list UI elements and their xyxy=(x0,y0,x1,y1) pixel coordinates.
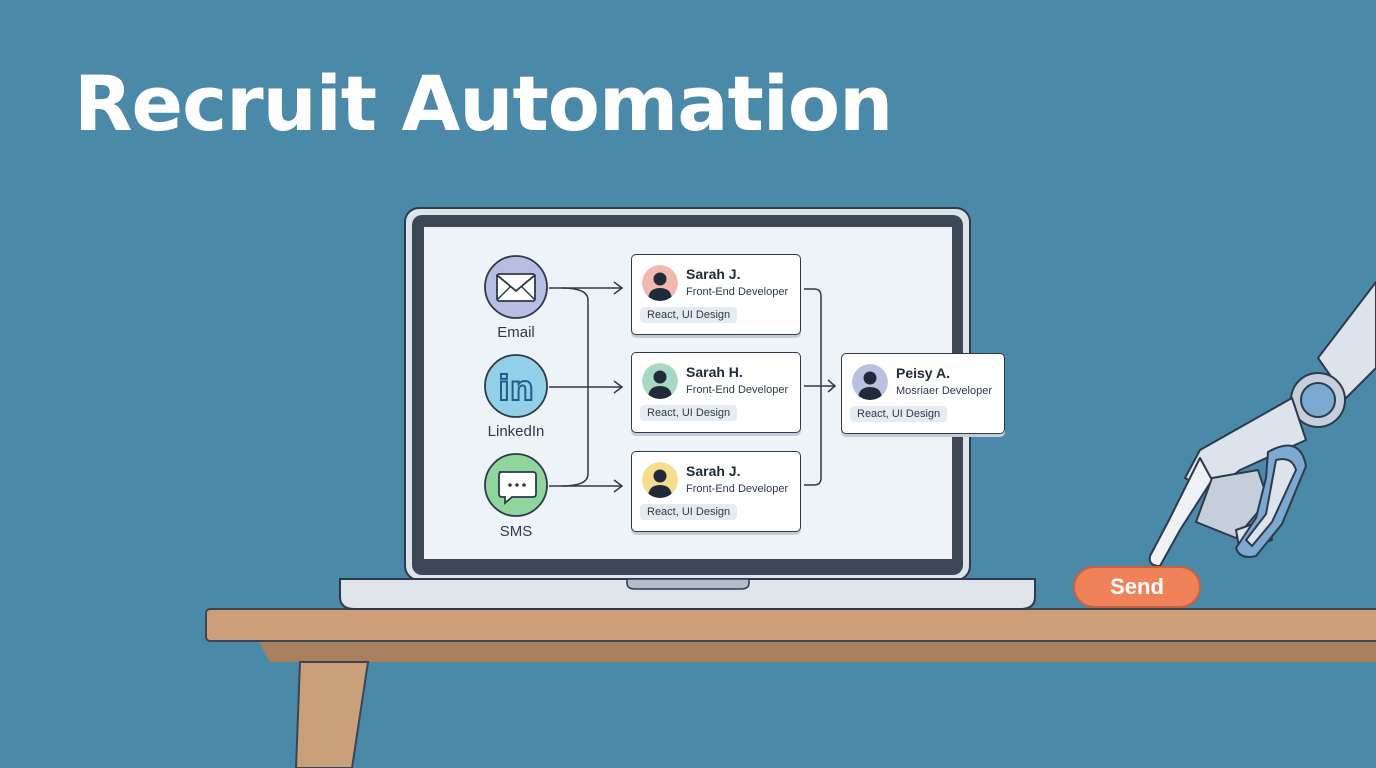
avatar xyxy=(642,265,678,301)
robot-hand xyxy=(1148,281,1376,567)
flow-connectors xyxy=(549,281,837,493)
linkedin-icon: in xyxy=(484,354,548,418)
avatar xyxy=(642,363,678,399)
svg-text:in: in xyxy=(498,369,534,409)
user-icon xyxy=(852,364,888,400)
avatar xyxy=(852,364,888,400)
candidate-card[interactable]: Sarah J. Front-End Developer React, UI D… xyxy=(631,451,801,532)
send-button[interactable]: Send xyxy=(1073,566,1201,608)
desk xyxy=(205,608,1376,768)
skill-tag: React, UI Design xyxy=(640,405,738,421)
candidate-card[interactable]: Sarah J. Front-End Developer React, UI D… xyxy=(631,254,801,335)
candidate-role: Front-End Developer xyxy=(686,384,789,396)
channel-label-email: Email xyxy=(497,324,535,341)
candidate-role: Front-End Developer xyxy=(686,483,789,495)
user-icon xyxy=(642,265,678,301)
channel-label-sms: SMS xyxy=(499,523,533,540)
candidate-name: Sarah J. xyxy=(686,463,741,479)
avatar xyxy=(642,462,678,498)
page-title: Recruit Automation xyxy=(74,59,893,148)
envelope-icon xyxy=(484,255,548,319)
user-icon xyxy=(642,363,678,399)
skill-tag: React, UI Design xyxy=(640,504,738,520)
candidate-name: Sarah J. xyxy=(686,266,741,282)
skill-tag: React, UI Design xyxy=(640,307,738,323)
candidate-name: Peisy A. xyxy=(896,365,950,381)
candidate-name: Sarah H. xyxy=(686,364,743,380)
channel-label-linkedin: LinkedIn xyxy=(487,423,545,440)
candidate-card[interactable]: Sarah H. Front-End Developer React, UI D… xyxy=(631,352,801,433)
selected-candidate-card[interactable]: Peisy A. Mosriaer Developer React, UI De… xyxy=(841,353,1005,434)
candidate-role: Front-End Developer xyxy=(686,286,789,298)
candidate-role: Mosriaer Developer xyxy=(896,385,992,397)
user-icon xyxy=(642,462,678,498)
chat-bubble-icon xyxy=(484,453,548,517)
skill-tag: React, UI Design xyxy=(850,406,948,422)
